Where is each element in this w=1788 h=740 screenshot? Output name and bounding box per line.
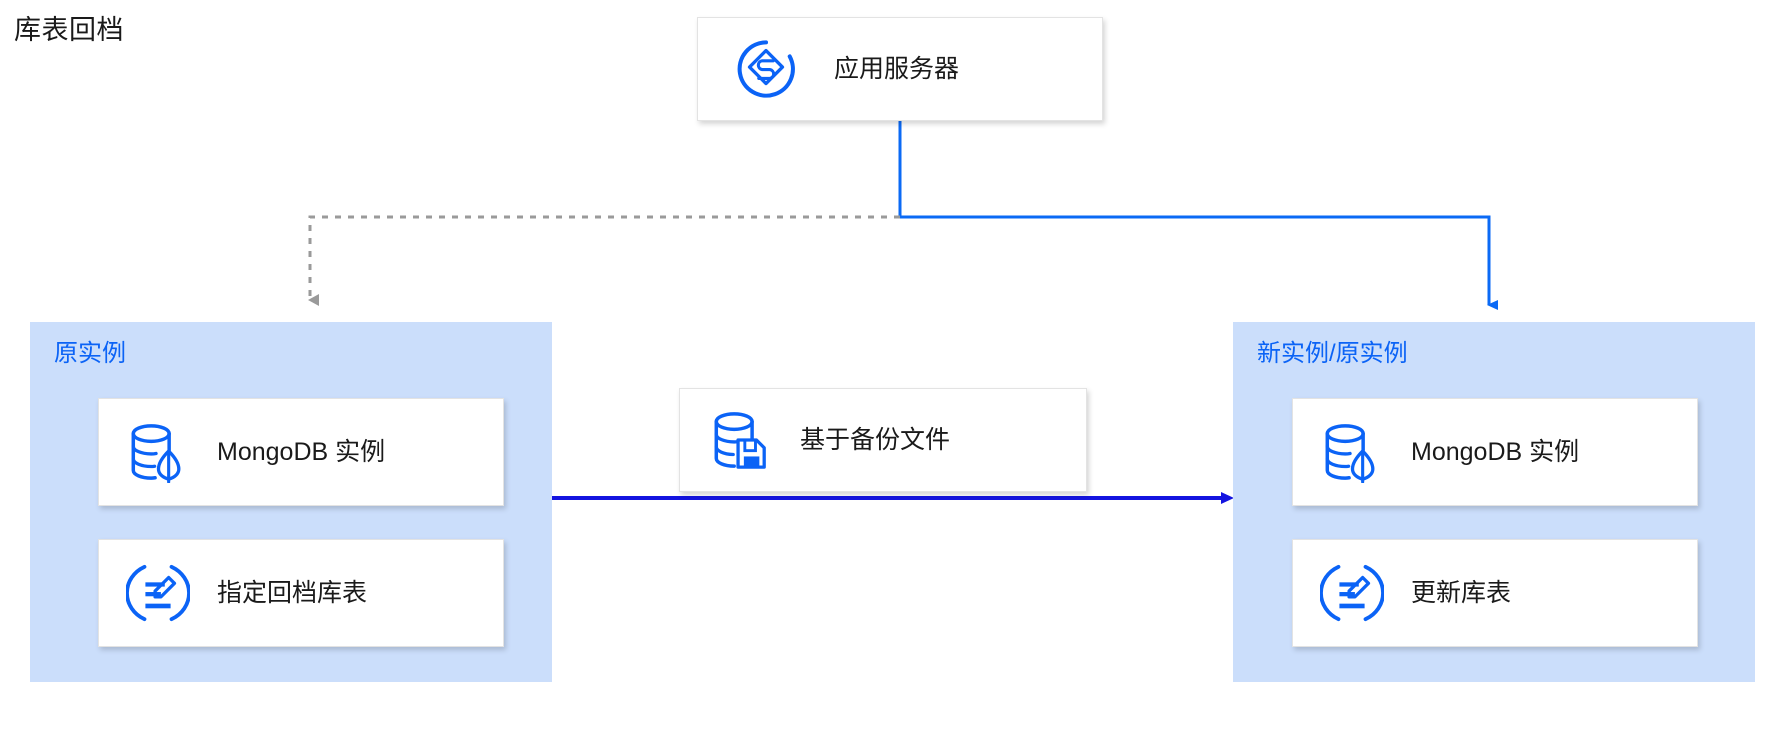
card-source-mongodb-instance-label: MongoDB 实例 [217, 438, 386, 466]
connector-app-to-source [308, 215, 900, 306]
backup-file-icon [680, 409, 800, 471]
card-app-server-label: 应用服务器 [834, 55, 960, 83]
panel-target-instance-title: 新实例/原实例 [1257, 340, 1408, 367]
edit-list-icon [99, 562, 217, 624]
mongodb-instance-icon [1293, 421, 1411, 483]
card-backup-file[interactable]: 基于备份文件 [679, 388, 1087, 492]
card-target-mongodb-instance[interactable]: MongoDB 实例 [1292, 398, 1698, 506]
card-source-selected-tables-label: 指定回档库表 [217, 579, 368, 607]
edit-list-icon [1293, 562, 1411, 624]
mongodb-instance-icon [99, 421, 217, 483]
card-target-mongodb-instance-label: MongoDB 实例 [1411, 438, 1580, 466]
card-target-update-tables[interactable]: 更新库表 [1292, 539, 1698, 647]
card-source-mongodb-instance[interactable]: MongoDB 实例 [98, 398, 504, 506]
card-target-update-tables-label: 更新库表 [1411, 579, 1512, 607]
card-backup-file-label: 基于备份文件 [800, 426, 951, 454]
page-title: 库表回档 [14, 15, 124, 45]
card-source-selected-tables[interactable]: 指定回档库表 [98, 539, 504, 647]
app-server-icon [698, 38, 834, 100]
connector-app-to-target [900, 215, 1498, 310]
panel-source-instance-title: 原实例 [54, 340, 126, 367]
card-app-server[interactable]: 应用服务器 [697, 17, 1103, 121]
